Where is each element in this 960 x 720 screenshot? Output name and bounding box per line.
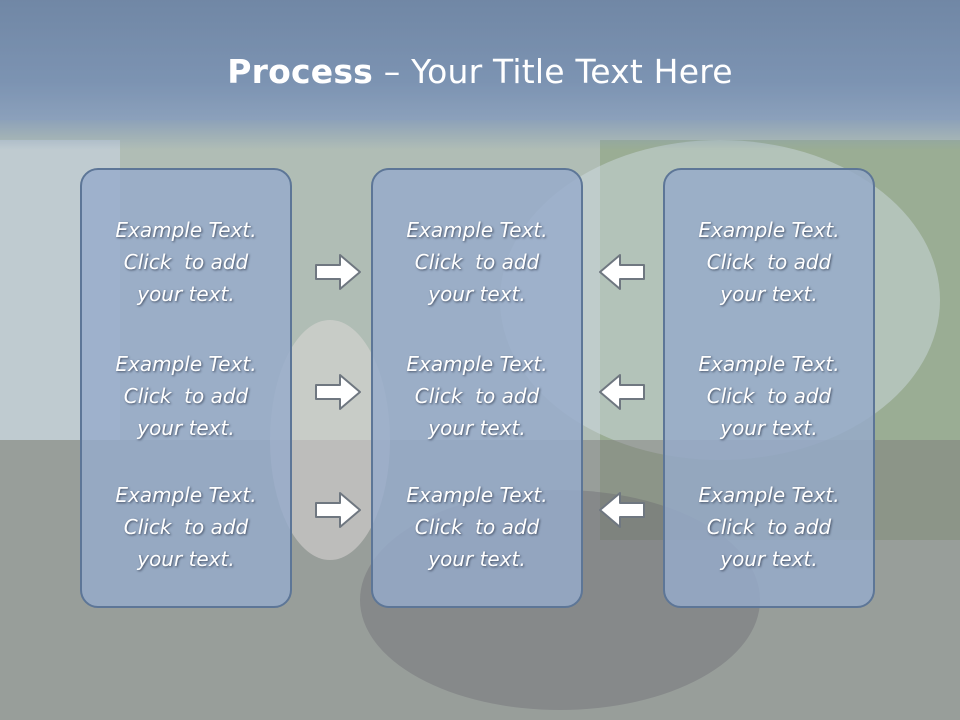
column-2-item-1[interactable]: Example Text. Click to add your text. — [406, 218, 548, 306]
column-3-item-3[interactable]: Example Text. Click to add your text. — [698, 483, 840, 571]
arrow-left-icon — [599, 374, 645, 410]
column-3-item-1[interactable]: Example Text. Click to add your text. — [698, 218, 840, 306]
arrow-right-icon — [315, 492, 361, 528]
process-column-1[interactable]: Example Text. Click to add your text. Ex… — [80, 168, 292, 608]
title-band — [0, 0, 960, 150]
title-rest: – Your Title Text Here — [373, 52, 733, 91]
arrow-left-icon — [599, 254, 645, 290]
arrow-right-icon — [315, 374, 361, 410]
process-column-2[interactable]: Example Text. Click to add your text. Ex… — [371, 168, 583, 608]
process-column-3[interactable]: Example Text. Click to add your text. Ex… — [663, 168, 875, 608]
title-bold: Process — [227, 52, 374, 91]
column-3-item-2[interactable]: Example Text. Click to add your text. — [698, 352, 840, 440]
column-2-item-3[interactable]: Example Text. Click to add your text. — [406, 483, 548, 571]
arrow-left-icon — [599, 492, 645, 528]
column-2-item-2[interactable]: Example Text. Click to add your text. — [406, 352, 548, 440]
column-1-item-3[interactable]: Example Text. Click to add your text. — [115, 483, 257, 571]
slide-title[interactable]: Process – Your Title Text Here — [0, 52, 960, 91]
arrow-right-icon — [315, 254, 361, 290]
column-1-item-1[interactable]: Example Text. Click to add your text. — [115, 218, 257, 306]
column-1-item-2[interactable]: Example Text. Click to add your text. — [115, 352, 257, 440]
